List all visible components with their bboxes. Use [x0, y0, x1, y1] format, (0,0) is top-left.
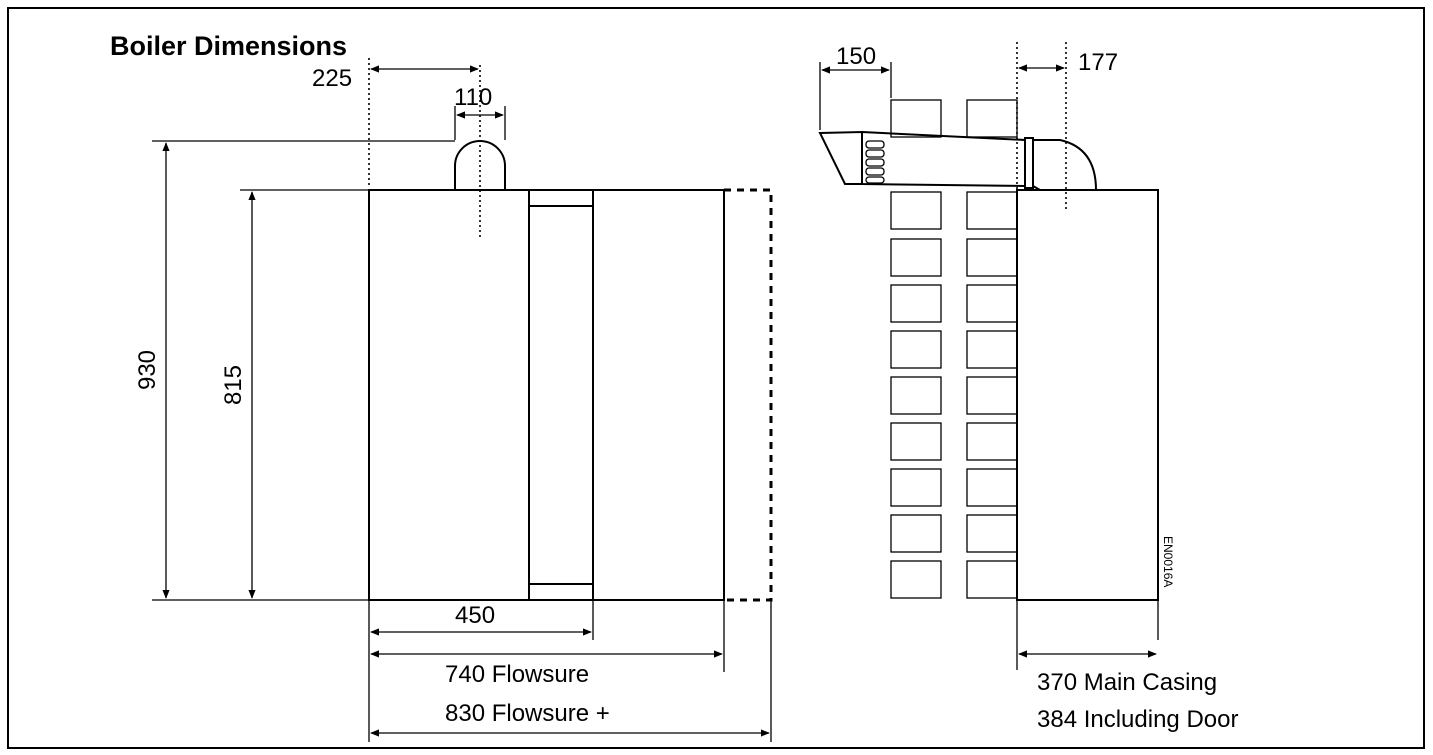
dimension-150-label: 150	[836, 43, 876, 70]
flue-collar	[1024, 137, 1034, 189]
dimension-370-label: 370 Main Casing	[1037, 669, 1217, 696]
flowsure-plus-extension	[724, 188, 773, 602]
dimension-110-label: 110	[454, 84, 492, 111]
dimension-930-label: 930	[134, 350, 161, 390]
diagram-border	[7, 7, 1425, 749]
dimension-225-label: 225	[312, 65, 352, 92]
flue-duct	[861, 130, 1026, 188]
boiler-side-casing	[1016, 189, 1159, 601]
flue-pipe	[818, 130, 1097, 191]
drawing-code-label: EN0016A	[1161, 536, 1175, 587]
dimension-740-label: 740 Flowsure	[445, 661, 589, 688]
front-view: 225 110 930 815 450 740 Flowsure 830 Flo…	[134, 58, 773, 742]
side-view: 150 177 370 Main Casing 384 Including Do…	[818, 42, 1238, 733]
flue-terminal	[818, 130, 863, 185]
dimension-384-label: 384 Including Door	[1037, 706, 1238, 733]
diagram-title: Boiler Dimensions	[110, 31, 347, 61]
flue-elbow	[1033, 139, 1097, 191]
dimension-830-label: 830 Flowsure +	[445, 700, 610, 727]
boiler-front-casing	[368, 189, 725, 601]
dimension-815-label: 815	[220, 365, 247, 405]
dimension-450-label: 450	[455, 602, 495, 629]
dimension-177-label: 177	[1078, 49, 1118, 76]
front-center-panel	[528, 189, 594, 601]
wall-bricks	[890, 99, 1018, 599]
